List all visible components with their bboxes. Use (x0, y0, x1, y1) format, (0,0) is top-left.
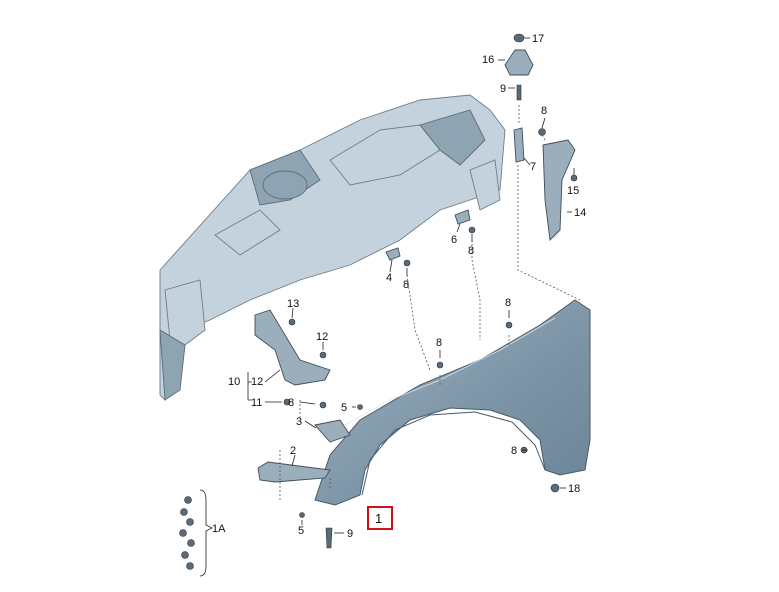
clip-6[interactable] (454, 209, 471, 225)
callout-1-highlight[interactable]: 1 (367, 506, 393, 530)
callout-10: 10 (228, 376, 240, 388)
callout-8: 8 (541, 105, 547, 117)
assembly-guide-lines (279, 105, 581, 500)
callout-16: 16 (482, 54, 494, 66)
callout-8: 8 (436, 337, 442, 349)
callout-8: 8 (468, 245, 474, 257)
callout-9: 9 (347, 528, 353, 540)
callout-1: 1 (375, 511, 382, 526)
callout-5: 5 (341, 402, 347, 414)
callout-11: 11 (251, 397, 262, 409)
bracket-2[interactable] (257, 461, 331, 483)
callout-7: 7 (530, 161, 536, 173)
callout-14: 14 (574, 207, 586, 219)
callout-labels: 17 16 9 8 7 15 14 6 8 4 8 13 12 10 12 11… (212, 33, 586, 540)
callout-8: 8 (511, 445, 517, 457)
callout-18: 18 (568, 483, 580, 495)
callout-13: 13 (287, 298, 299, 310)
callout-8: 8 (505, 297, 511, 309)
callout-12: 12 (251, 376, 263, 388)
body-frame-structure (159, 94, 506, 401)
upper-mount-16[interactable] (504, 33, 534, 101)
leader-lines (247, 37, 575, 534)
callout-9: 9 (500, 83, 506, 95)
callout-8: 8 (403, 279, 409, 291)
callout-6: 6 (451, 234, 457, 246)
callout-4: 4 (386, 272, 392, 284)
fastener-kit-1a[interactable] (179, 489, 213, 577)
callout-5: 5 (298, 525, 304, 537)
callout-17: 17 (532, 33, 544, 45)
callout-8: 8 (288, 397, 294, 409)
bolt-set (283, 128, 578, 549)
callout-1a: 1A (212, 523, 226, 535)
clip-4[interactable] (385, 247, 401, 261)
highlight-frame (367, 506, 393, 530)
bracket-3[interactable] (314, 419, 351, 443)
callout-12: 12 (316, 331, 328, 343)
hinge-bracket-10[interactable] (254, 309, 331, 386)
bracket-14[interactable] (542, 139, 576, 241)
front-fender[interactable] (314, 299, 591, 506)
bracket-7[interactable] (513, 127, 525, 163)
callout-2: 2 (290, 445, 296, 457)
callout-15: 15 (567, 185, 579, 197)
callout-3: 3 (296, 416, 302, 428)
